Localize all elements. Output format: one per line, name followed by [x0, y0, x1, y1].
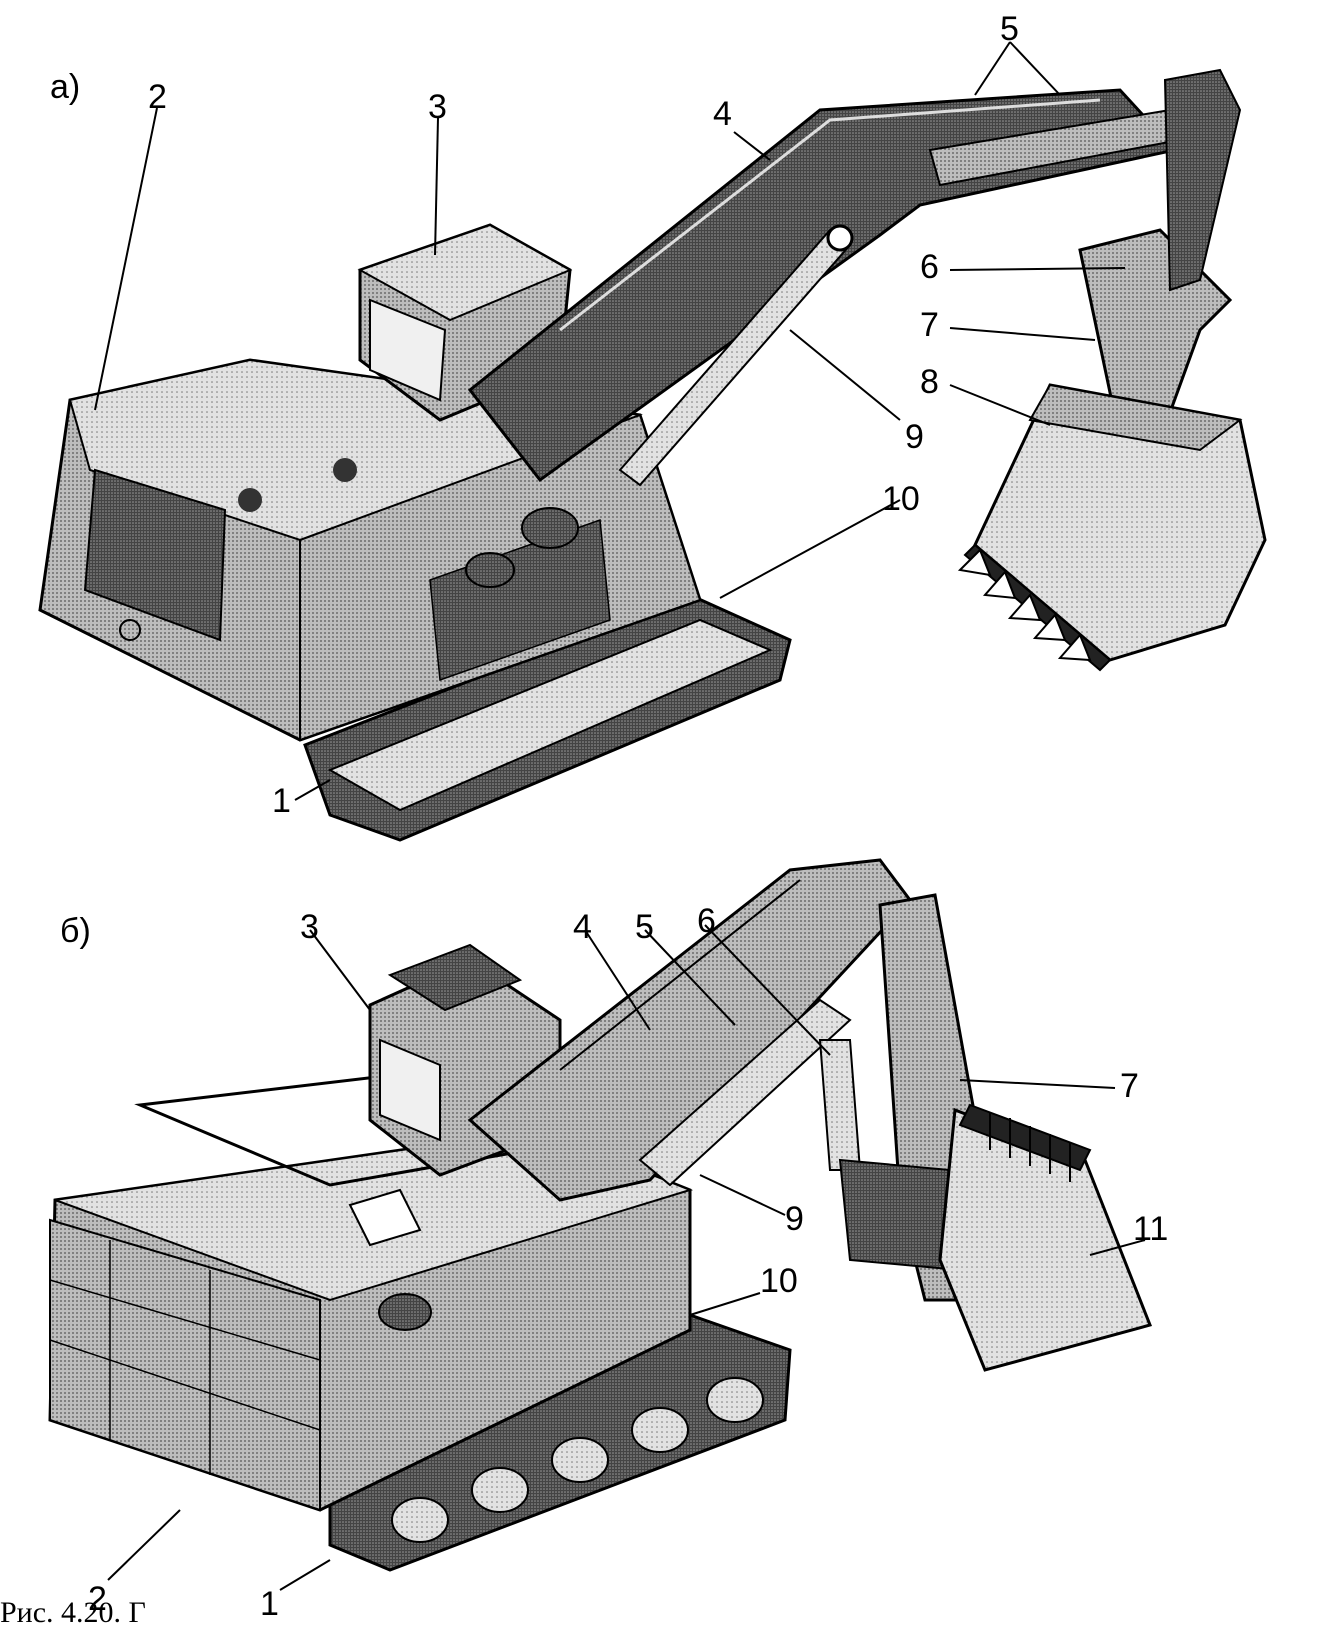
callouts-b: 1 2 3 4 5 6 7 9 10 11 [88, 902, 1168, 1623]
callout-b-6: 6 [697, 902, 716, 940]
panel-b-label: б) [60, 912, 91, 950]
panel-labels: а) б) [50, 68, 91, 950]
callout-a-10: 10 [882, 480, 920, 518]
callout-b-4: 4 [573, 908, 592, 946]
callout-b-9: 9 [785, 1200, 804, 1238]
callout-b-5: 5 [635, 908, 654, 946]
callout-b-3: 3 [300, 908, 319, 946]
callout-b-1: 1 [260, 1585, 279, 1623]
callout-a-8: 8 [920, 363, 939, 401]
cab-a [357, 223, 573, 422]
callout-a-5: 5 [1000, 10, 1019, 48]
figure-caption: Рис. 4.20. Г [0, 1596, 146, 1629]
callout-b-2: 2 [88, 1580, 107, 1618]
callout-a-9: 9 [905, 418, 924, 456]
callout-b-10: 10 [760, 1262, 798, 1300]
boom-b [467, 858, 912, 1202]
bucket-b [938, 1103, 1153, 1372]
track-b [328, 1313, 792, 1572]
body-b [48, 1058, 701, 1512]
callout-b-11: 11 [1133, 1210, 1168, 1248]
body-a [38, 358, 702, 742]
leader-lines [94, 41, 1146, 1591]
excavator-a-illustration [38, 68, 1267, 842]
excavator-b-illustration [48, 858, 1153, 1572]
callouts-a: 1 2 3 4 5 6 7 8 9 10 [148, 10, 1019, 820]
callout-a-2: 2 [148, 78, 167, 116]
panel-a-label: а) [50, 68, 80, 106]
callout-a-6: 6 [920, 248, 939, 286]
callout-a-4: 4 [713, 95, 732, 133]
callout-a-1: 1 [272, 782, 291, 820]
callout-a-3: 3 [428, 88, 447, 126]
boom-cylinder-a [618, 224, 854, 487]
stick-a [1078, 68, 1242, 442]
callout-a-7: 7 [920, 306, 939, 344]
callout-b-7: 7 [1120, 1067, 1139, 1105]
bucket-a [957, 383, 1267, 672]
